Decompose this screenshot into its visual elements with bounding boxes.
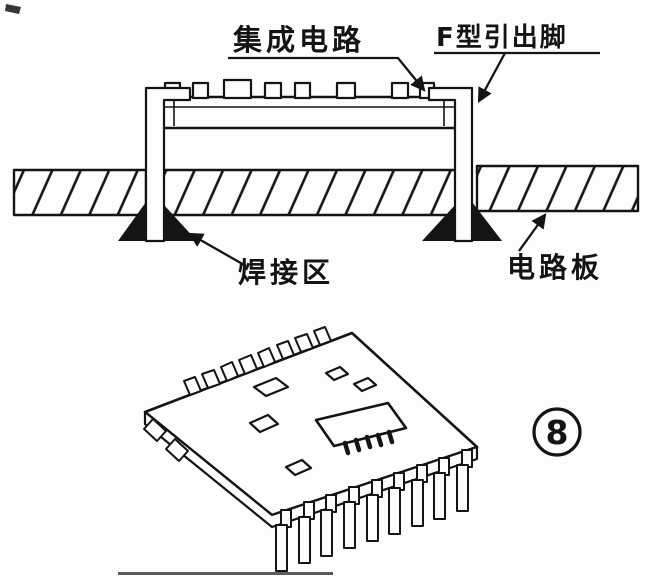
ic-top-components bbox=[163, 78, 436, 100]
leader-integrated-circuit bbox=[228, 56, 426, 92]
annotations: 集成电路 F型引出脚 焊接区 电路板 bbox=[188, 23, 603, 289]
figure-number-circle bbox=[532, 407, 582, 457]
module-isometric-view bbox=[143, 326, 479, 572]
scan-artifacts bbox=[5, 4, 333, 575]
pcb-right-segment bbox=[475, 164, 640, 213]
module-ic-chip-pins bbox=[342, 429, 395, 456]
leader-f-type-lead bbox=[434, 51, 600, 101]
module-pins bbox=[275, 449, 473, 572]
cross-section-view bbox=[12, 78, 640, 243]
module-board-face bbox=[143, 331, 479, 517]
module-left-tabs bbox=[143, 418, 189, 462]
module-edge-pads bbox=[183, 326, 332, 396]
pcb-middle-segment bbox=[161, 168, 458, 217]
solder-fillet-right-outer bbox=[472, 202, 502, 241]
label-integrated-circuit: 集成电路 bbox=[232, 23, 365, 57]
ic-package-body bbox=[145, 95, 470, 130]
module-components bbox=[248, 365, 378, 477]
solder-fillet-left-outer bbox=[118, 202, 146, 241]
label-solder-area: 焊接区 bbox=[238, 256, 334, 289]
figure-number-text: 8 bbox=[546, 413, 569, 452]
pcb-left-segment bbox=[12, 168, 148, 217]
solder-fillet-left-inner bbox=[164, 205, 197, 241]
leader-circuit-board bbox=[518, 213, 547, 252]
figure-number: 8 bbox=[532, 407, 582, 457]
solder-fillet-right-inner bbox=[422, 205, 455, 241]
label-circuit-board: 电路板 bbox=[507, 251, 603, 284]
leader-solder-area bbox=[188, 232, 247, 267]
module-ic-chip bbox=[314, 401, 408, 456]
label-f-type-lead: F型引出脚 bbox=[436, 23, 568, 53]
